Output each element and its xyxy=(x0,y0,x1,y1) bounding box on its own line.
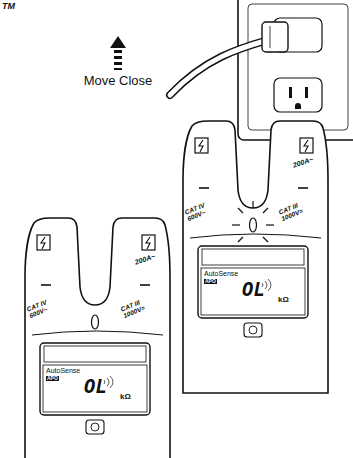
trademark-mark: TM xyxy=(2,2,15,11)
apo-indicator: APO xyxy=(46,376,59,381)
display-reading: OL xyxy=(84,377,107,397)
display-reading: OL xyxy=(242,280,265,300)
instruction-text: Move Close xyxy=(84,74,153,88)
unit-symbol: kΩ xyxy=(278,296,289,304)
unit-symbol: kΩ xyxy=(120,393,131,401)
mode-indicator: AutoSense xyxy=(46,367,80,374)
mode-indicator: AutoSense xyxy=(204,270,238,277)
apo-indicator: APO xyxy=(204,279,217,284)
